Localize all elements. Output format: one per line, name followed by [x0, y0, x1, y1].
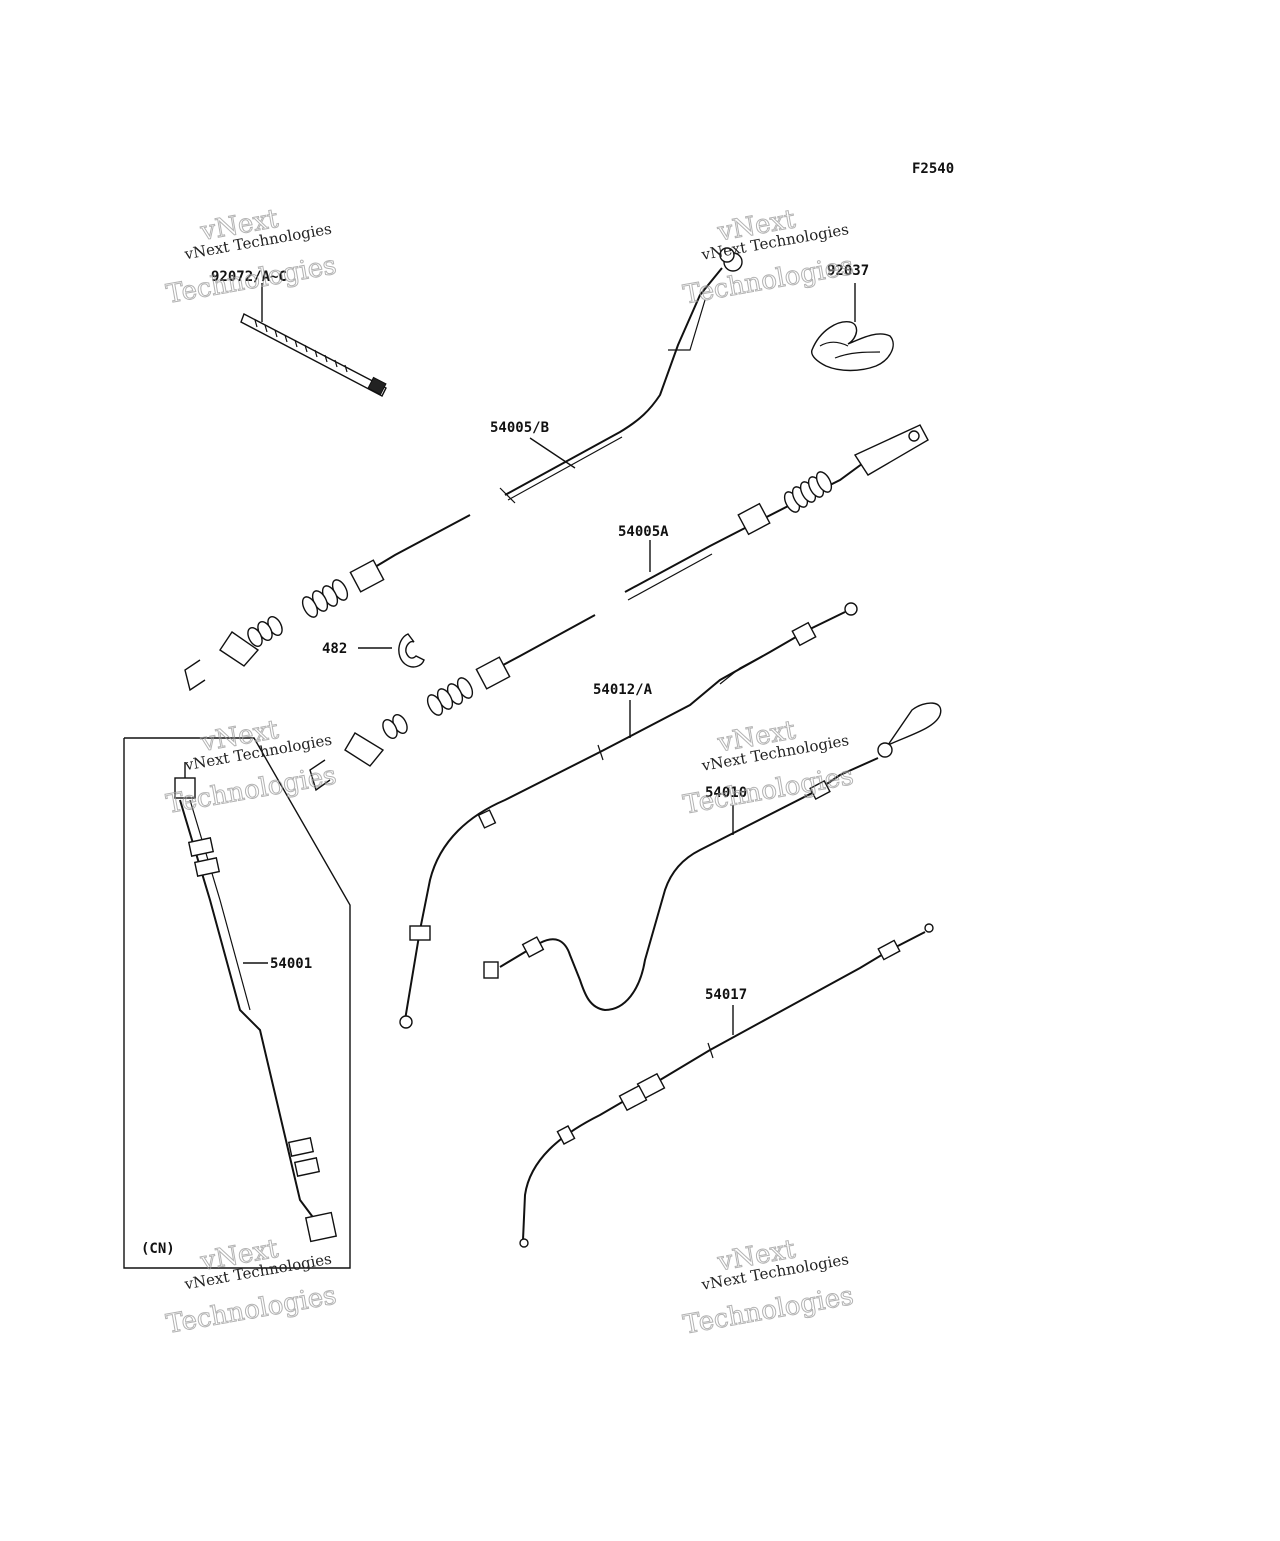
watermark-top-right: vNext vNext Technologies Technologies [681, 204, 857, 311]
label-482: 482 [322, 641, 347, 657]
label-54005b: 54005/B [490, 420, 549, 436]
brake-cable-54005b[interactable] [499, 247, 743, 504]
watermark-bottom-left: vNext vNext Technologies Technologies [163, 1233, 339, 1340]
label-54017: 54017 [705, 987, 747, 1003]
figure-code: F2540 [912, 161, 954, 177]
brake-cable-54005a[interactable] [624, 424, 929, 601]
label-92037: 92037 [827, 263, 869, 279]
brake-cable-left-upper[interactable] [184, 514, 471, 692]
label-54001: 54001 [270, 956, 312, 972]
choke-cable-54010[interactable] [483, 702, 942, 1012]
watermark-bottom-right: vNext vNext Technologies Technologies [681, 1234, 857, 1341]
label-54010: 54010 [705, 785, 747, 801]
clutch-cable-54017[interactable] [519, 923, 934, 1248]
label-54005a: 54005A [618, 524, 669, 540]
cable-tie-part[interactable] [240, 283, 387, 397]
watermark-top-left: vNext vNext Technologies Technologies [163, 203, 339, 310]
label-54012: 54012/A [593, 682, 653, 698]
label-92072: 92072/A~C [211, 269, 287, 285]
speedometer-cable-54001[interactable] [174, 762, 338, 1243]
watermark-mid-left: vNext vNext Technologies Technologies [163, 714, 339, 820]
cn-region-box [123, 737, 351, 1269]
brake-cable-left-lower[interactable] [309, 614, 596, 792]
region-note: (CN) [141, 1241, 175, 1257]
clamp-part[interactable] [811, 283, 894, 372]
throttle-cable-54012[interactable] [399, 602, 858, 1029]
ering-part[interactable] [358, 633, 425, 668]
